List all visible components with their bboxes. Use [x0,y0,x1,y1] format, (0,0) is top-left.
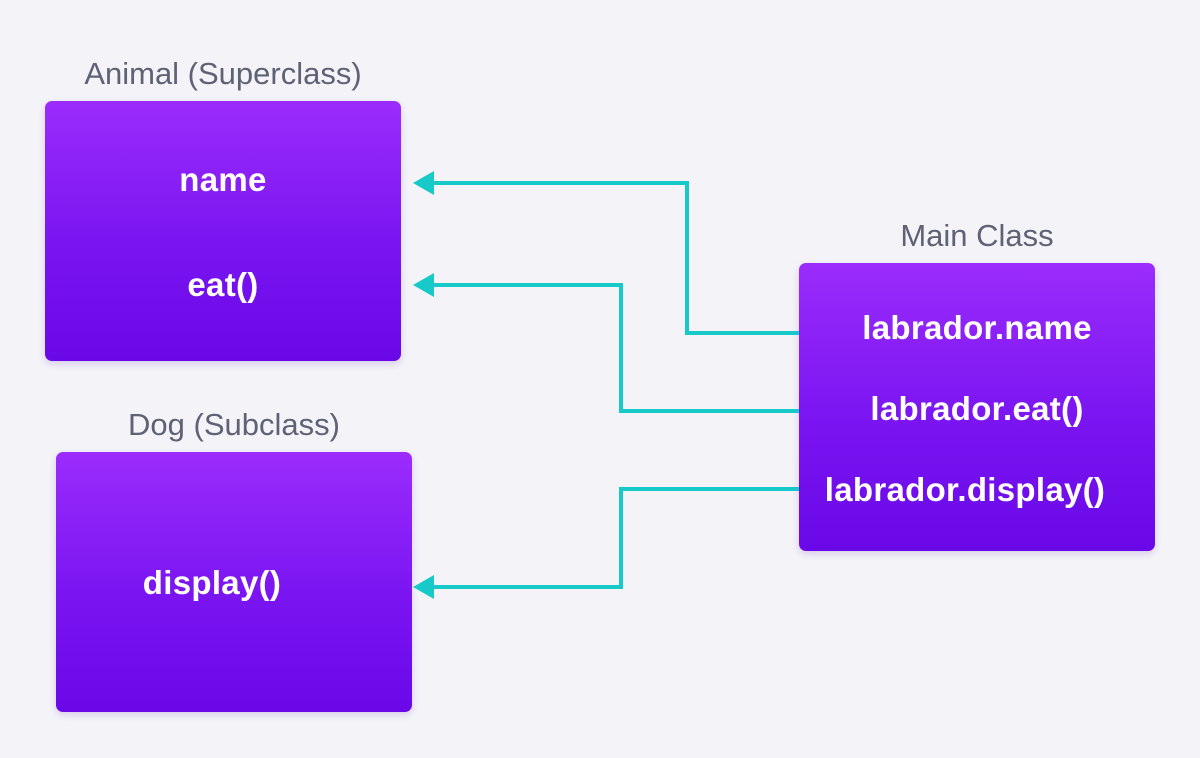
animal-member-eat: eat() [187,266,259,303]
arrowhead-name [413,171,434,195]
arrow-eat-connector [432,283,799,413]
animal-member-name: name [179,161,267,198]
main-member-labrador-eat: labrador.eat() [870,390,1084,427]
main-member-labrador-name: labrador.name [862,309,1092,346]
animal-class-title: Animal (Superclass) [84,56,362,91]
main-member-labrador-display: labrador.display() [824,471,1106,508]
dog-class-box: display() [56,452,412,712]
dog-class-title: Dog (Subclass) [128,407,340,442]
animal-class-box: name eat() [45,101,401,361]
arrowhead-display [413,575,434,599]
arrow-name-connector [432,181,799,335]
main-class-box: labrador.name labrador.eat() labrador.di… [799,263,1155,551]
main-class-title: Main Class [900,218,1054,253]
dog-member-display: display() [142,564,282,601]
arrow-display-connector [432,487,799,589]
arrowhead-eat [413,273,434,297]
